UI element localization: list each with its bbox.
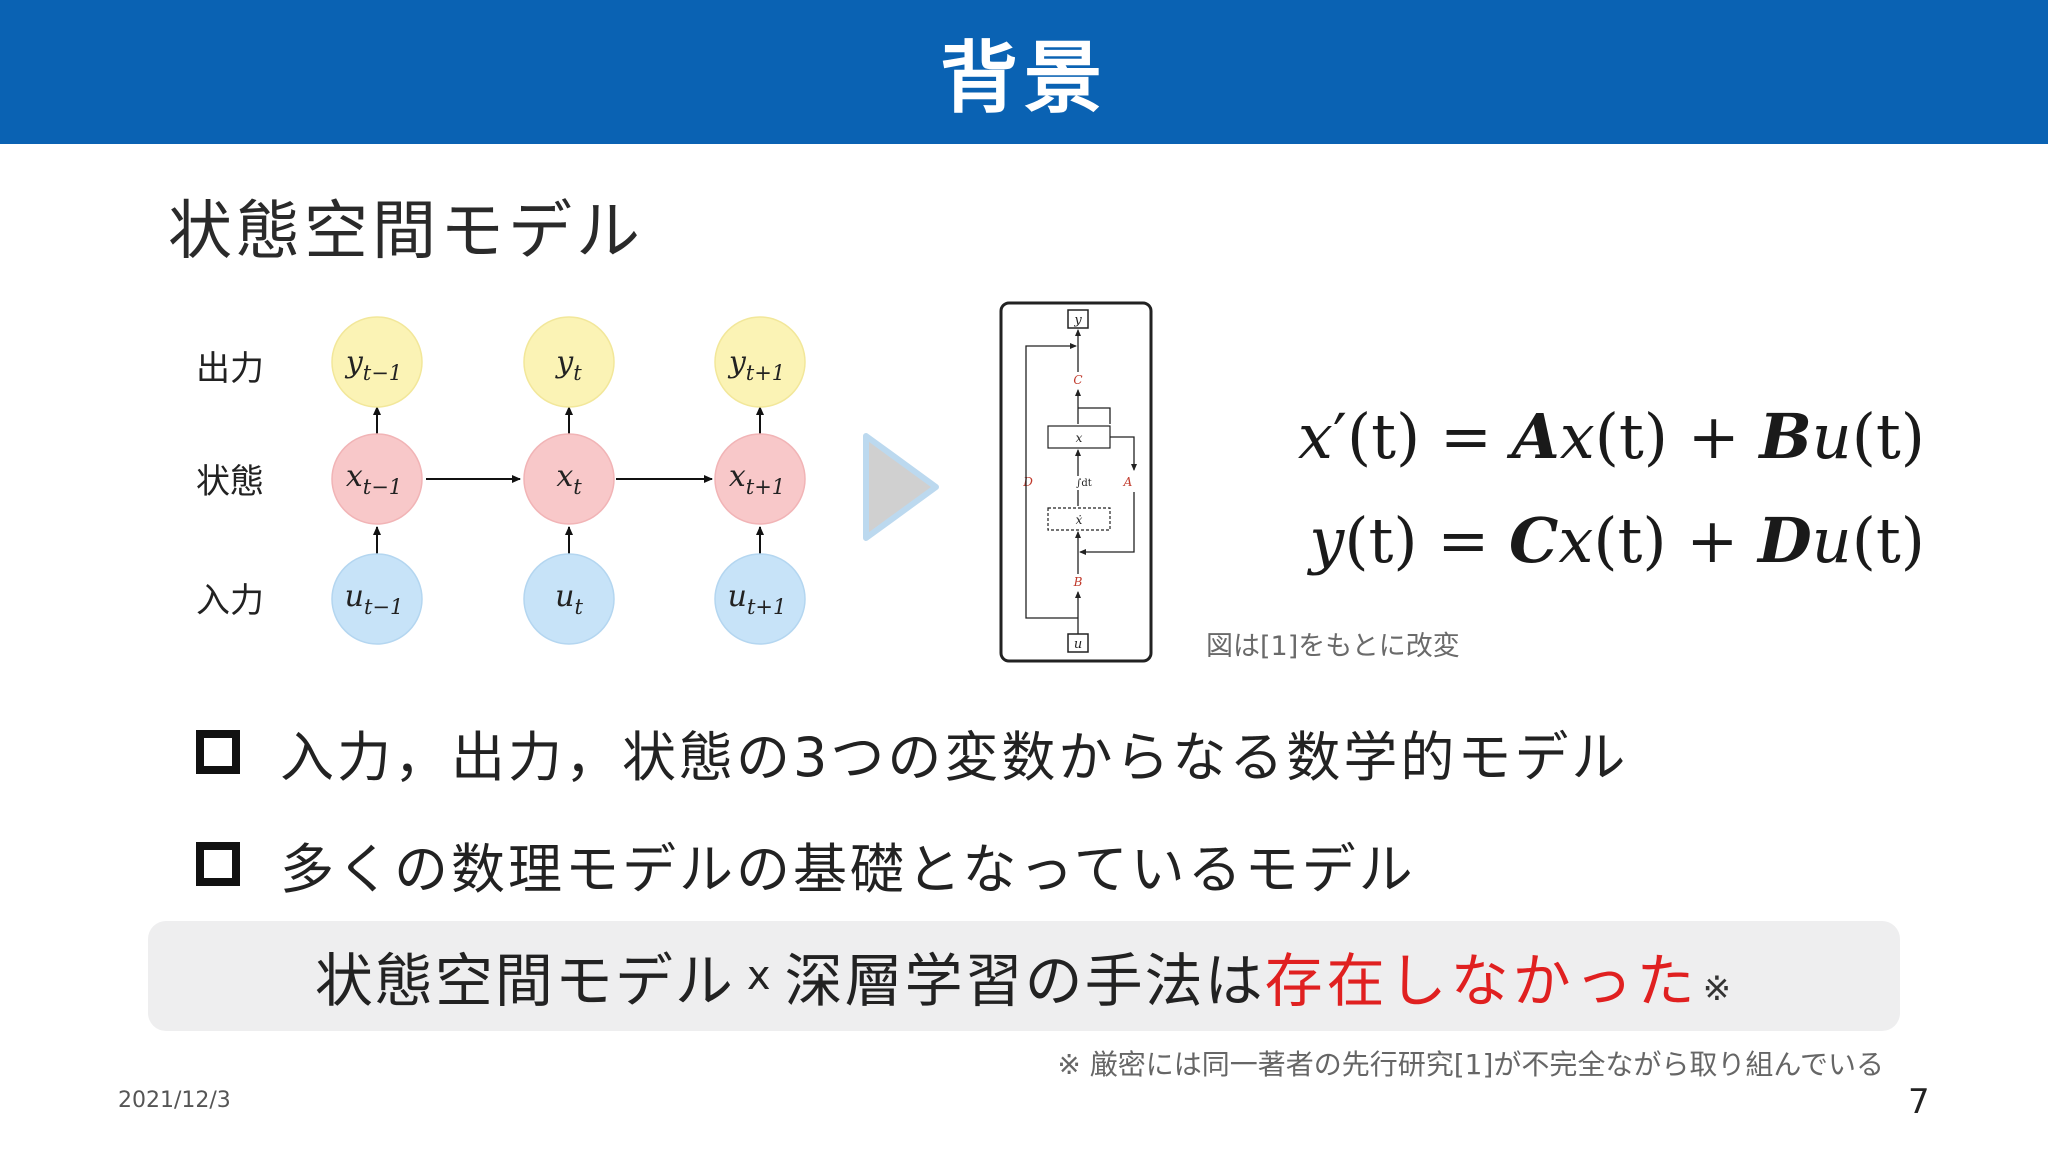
block-frame xyxy=(999,301,1153,663)
input-node xyxy=(714,553,806,645)
connector xyxy=(1110,436,1137,471)
bullet-text: 入力，出力，状態の3つの変数からなる数学的モデル xyxy=(280,725,1629,789)
matrix-d-label: D xyxy=(1022,475,1033,489)
input-node xyxy=(523,553,615,645)
bullet-item: 入力，出力，状態の3つの変数からなる数学的モデル xyxy=(196,696,1628,808)
output-node xyxy=(523,316,615,408)
output-equation: y(t) = Cx(t) + Du(t) xyxy=(1309,504,1925,577)
state-label-t: xt xyxy=(556,459,582,499)
key-message-part1: 状態空間モデル xyxy=(314,947,735,1015)
output-node xyxy=(714,316,806,408)
output-y-box xyxy=(1067,309,1089,329)
key-message-part2: 深層学習の手法は xyxy=(784,947,1265,1015)
footnote: ※ 厳密には同一著者の先行研究[1]が不完全ながら取り組んでいる xyxy=(1057,1048,1884,1081)
key-message-note-mark: ※ xyxy=(1702,969,1734,1009)
title-bar: 背景 xyxy=(0,0,2048,144)
key-message-emphasis: 存在しなかった xyxy=(1264,947,1699,1015)
input-node xyxy=(331,553,423,645)
key-message-box: 状態空間モデル x 深層学習の手法は 存在しなかった ※ xyxy=(148,921,1900,1031)
output-label-t-plus-1: yt+1 xyxy=(727,345,785,385)
connector xyxy=(1078,407,1111,424)
output-node xyxy=(331,316,423,408)
figure-caption: 図は[1]をもとに改変 xyxy=(1206,631,1460,662)
input-label-t: ut xyxy=(555,579,583,619)
input-label-t-minus-1: ut−1 xyxy=(345,579,404,619)
output-label-t-minus-1: yt−1 xyxy=(344,345,402,385)
state-space-graph: 出力 状態 入力 yt−1 yt yt+1 xt−1 xt xt+1 ut−1 … xyxy=(196,316,806,645)
matrix-c-label: C xyxy=(1073,373,1082,387)
bullet-item: 多くの数理モデルの基礎となっているモデル xyxy=(196,808,1628,920)
state-derivative-label: ẋ xyxy=(1076,513,1083,527)
input-u-label: u xyxy=(1074,637,1082,652)
bullet-list: 入力，出力，状態の3つの変数からなる数学的モデル 多くの数理モデルの基礎となって… xyxy=(196,696,1628,920)
bullet-text: 多くの数理モデルの基礎となっているモデル xyxy=(280,837,1416,901)
state-equation: x′(t) = Ax(t) + Bu(t) xyxy=(1297,400,1925,473)
state-node xyxy=(714,433,806,525)
state-derivative-box xyxy=(1047,507,1111,531)
state-label-t-minus-1: xt−1 xyxy=(346,459,402,499)
input-label-t-plus-1: ut+1 xyxy=(728,579,787,619)
square-bullet-icon xyxy=(196,730,240,774)
state-space-equations: x′(t) = Ax(t) + Bu(t) y(t) = Cx(t) + Du(… xyxy=(1245,385,1925,593)
square-bullet-icon xyxy=(196,842,240,886)
slide-title: 背景 xyxy=(939,34,1108,124)
section-title: 状態空間モデル xyxy=(168,195,644,269)
output-label-t: yt xyxy=(554,345,582,385)
state-node xyxy=(331,433,423,525)
state-node xyxy=(523,433,615,525)
connector xyxy=(1079,492,1135,555)
state-x-label: x xyxy=(1076,431,1083,445)
slide-date: 2021/12/3 xyxy=(118,1088,231,1113)
matrix-b-label: B xyxy=(1073,575,1083,589)
state-space-block-diagram: y u x ẋ ∫dt C B D A xyxy=(999,301,1153,663)
row-label-state: 状態 xyxy=(196,463,264,501)
key-message-times: x xyxy=(746,953,773,999)
play-arrow-icon xyxy=(863,433,939,541)
connector xyxy=(1025,343,1078,619)
matrix-a-label: A xyxy=(1123,475,1133,489)
row-label-input: 入力 xyxy=(196,582,264,620)
page-number: 7 xyxy=(1908,1082,1930,1122)
state-label-t-plus-1: xt+1 xyxy=(729,459,785,499)
row-label-output: 出力 xyxy=(196,350,264,388)
integral-label: ∫dt xyxy=(1076,478,1092,489)
output-y-label: y xyxy=(1073,313,1082,328)
